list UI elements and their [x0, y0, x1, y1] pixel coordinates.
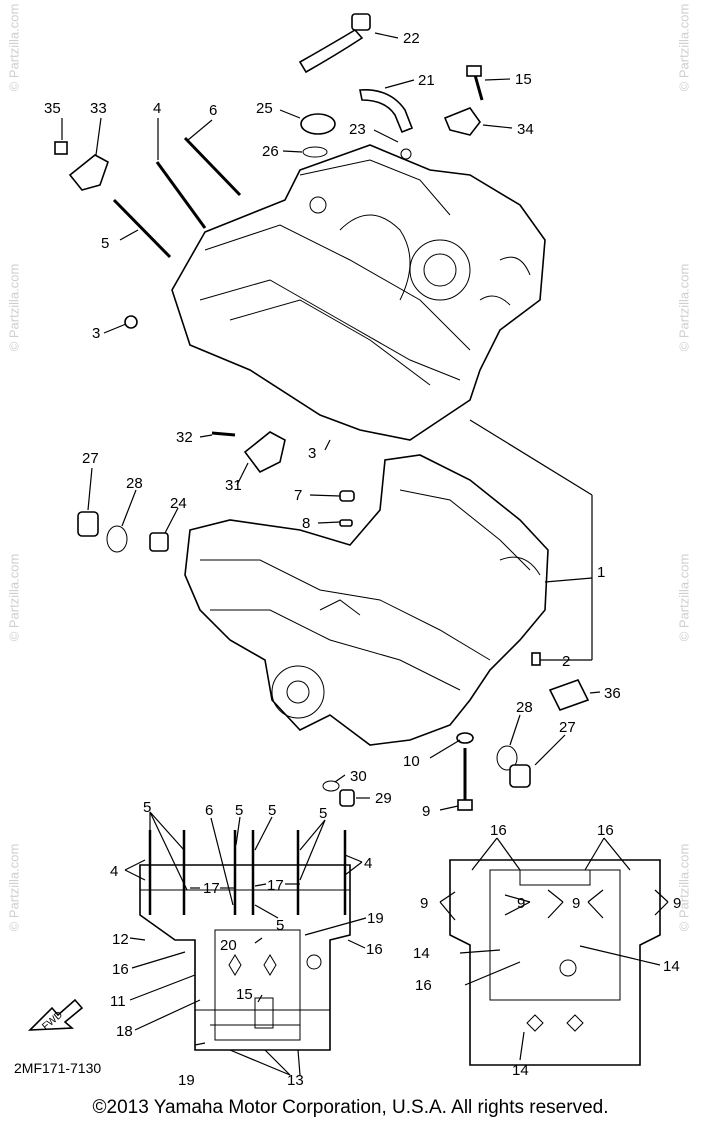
copyright-notice: ©2013 Yamaha Motor Corporation, U.S.A. A… [92, 1097, 609, 1118]
callout-20: 20 [220, 937, 237, 954]
callout-5-top: 5 [101, 235, 109, 252]
callout-14-c: 14 [512, 1062, 529, 1079]
callout-2: 2 [562, 653, 570, 670]
callout-5-e: 5 [276, 917, 284, 934]
upper-crankcase [171, 144, 546, 441]
callout-13: 13 [287, 1072, 304, 1089]
callout-19-top: 19 [367, 910, 384, 927]
diagram-code: 2MF171-7130 [14, 1060, 102, 1076]
callout-16-right-c: 16 [415, 977, 432, 994]
callout-29: 29 [375, 790, 392, 807]
callout-23: 23 [349, 121, 366, 138]
callout-32: 32 [176, 429, 193, 446]
callout-9-right-a: 9 [420, 895, 428, 912]
callout-12: 12 [112, 931, 129, 948]
callout-21: 21 [418, 72, 435, 89]
callout-5-d: 5 [319, 805, 327, 822]
callout-5-c: 5 [268, 802, 276, 819]
callout-31: 31 [225, 477, 242, 494]
callout-14-a: 14 [413, 945, 430, 962]
callout-28-left: 28 [126, 475, 143, 492]
lower-crankcase [184, 454, 549, 746]
callout-5-b: 5 [235, 802, 243, 819]
callout-6-top: 6 [209, 102, 217, 119]
callout-18: 18 [116, 1023, 133, 1040]
bolt-layout-right [439, 837, 669, 1066]
callout-4-top: 4 [153, 100, 161, 117]
callout-4-right: 4 [364, 855, 372, 872]
callout-22: 22 [403, 30, 420, 47]
callout-33: 33 [90, 100, 107, 117]
callout-30: 30 [350, 768, 367, 785]
leader-lines [61, 32, 601, 811]
callout-9-right-b: 9 [517, 895, 525, 912]
callout-19-bottom: 19 [178, 1072, 195, 1089]
callout-16-left: 16 [366, 941, 383, 958]
callout-11: 11 [110, 993, 126, 1010]
callout-8: 8 [302, 515, 310, 532]
callout-16-left2: 16 [112, 961, 129, 978]
callout-3-left: 3 [92, 325, 100, 342]
callout-16-right-b: 16 [597, 822, 614, 839]
callout-27-left: 27 [82, 450, 99, 467]
bolt-layout-left [27, 811, 367, 1076]
callout-27-right: 27 [559, 719, 576, 736]
callout-10: 10 [403, 753, 420, 770]
callout-3-mid: 3 [308, 445, 316, 462]
callout-9-main: 9 [422, 803, 430, 820]
callout-labels: 22 21 15 34 23 25 26 35 33 4 6 5 3 32 3 … [40, 30, 681, 1089]
callout-1: 1 [597, 564, 605, 581]
callout-15-top: 15 [515, 71, 532, 88]
callout-34: 34 [517, 121, 534, 138]
callout-4-left: 4 [110, 863, 118, 880]
callout-14-b: 14 [663, 958, 680, 975]
small-parts [54, 13, 590, 811]
callout-9-right-d: 9 [673, 895, 681, 912]
callout-15-bottom: 15 [236, 986, 253, 1003]
callout-5-a: 5 [143, 799, 151, 816]
callout-9-right-c: 9 [572, 895, 580, 912]
callout-24: 24 [170, 495, 187, 512]
callout-28-right: 28 [516, 699, 533, 716]
callout-25: 25 [256, 100, 273, 117]
callout-6-b: 6 [205, 802, 213, 819]
callout-17-b: 17 [267, 877, 284, 894]
callout-36: 36 [604, 685, 621, 702]
callout-16-right-a: 16 [490, 822, 507, 839]
callout-35: 35 [44, 100, 61, 117]
callout-26: 26 [262, 143, 279, 160]
callout-7: 7 [294, 487, 302, 504]
callout-17-a: 17 [203, 880, 220, 897]
